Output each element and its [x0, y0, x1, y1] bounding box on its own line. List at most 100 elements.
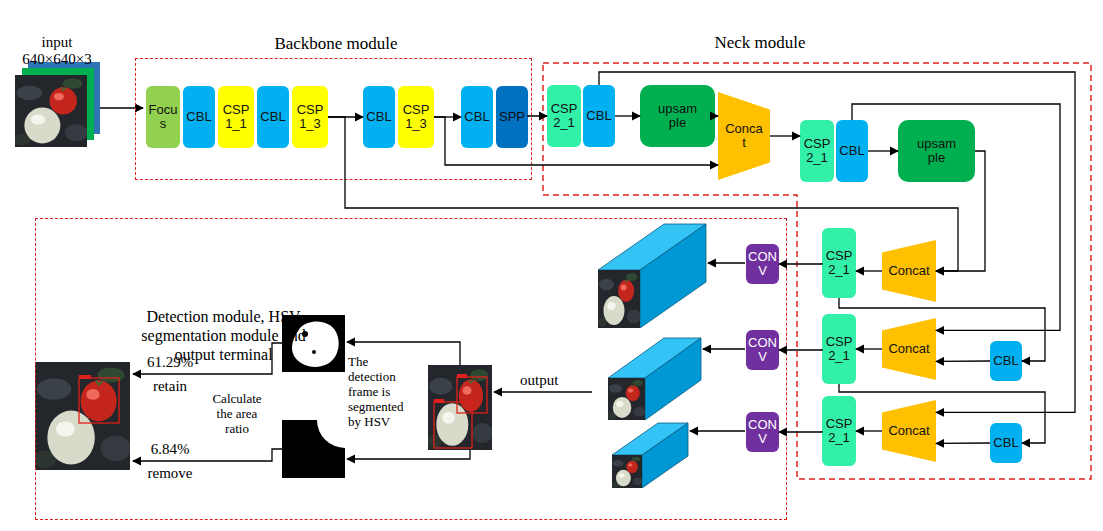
- module-title: Backbone module: [274, 34, 397, 54]
- block-label: CONV: [748, 418, 777, 447]
- block-label: Focus: [148, 103, 178, 132]
- connector-arrow: [615, 115, 640, 116]
- concat-block: Concat: [882, 240, 936, 302]
- trapezoid-outline: [882, 318, 936, 380]
- module-frame: Backbone moduleFocusCBLCSP1_1CBLCSP1_3CB…: [135, 58, 532, 180]
- csp-block: CSP2_1: [800, 120, 834, 182]
- connector-arrow: [856, 430, 882, 431]
- conv-block: CONV: [746, 412, 779, 452]
- connector-arrow: [856, 348, 882, 349]
- focus-block: Focus: [146, 86, 180, 148]
- block-label: CBL: [260, 110, 285, 124]
- trapezoid-outline: [882, 240, 936, 302]
- tomato-photo: [14, 75, 88, 147]
- cbl-block: CBL: [583, 85, 615, 147]
- conv-block: CONV: [746, 244, 779, 284]
- block-label: CBL: [464, 110, 489, 124]
- cbl-block: CBL: [836, 120, 868, 182]
- hsv-mask: [282, 420, 345, 478]
- block-label: CSP2_1: [802, 137, 832, 166]
- connector-arrow: [936, 360, 990, 362]
- connector-arrow: [852, 104, 1060, 330]
- connector-arrow: [434, 116, 461, 117]
- result-image: [33, 362, 131, 470]
- block-label: Concat: [724, 122, 764, 151]
- block-label: CSP1_3: [400, 103, 432, 132]
- flow-arrow: [708, 262, 745, 263]
- csp-block: CSP1_3: [292, 86, 328, 148]
- connector-arrow: [779, 263, 822, 264]
- trapezoid-outline: [882, 400, 936, 462]
- flow-arrow: [347, 450, 470, 459]
- connector-arrow: [599, 72, 1075, 412]
- flow-arrow: [494, 391, 592, 392]
- block-label: CBL: [839, 144, 864, 158]
- block-label: CSP1_1: [220, 103, 252, 132]
- cbl-block: CBL: [990, 341, 1022, 381]
- csp-block: CSP1_3: [398, 86, 434, 148]
- connector-arrow: [779, 431, 822, 432]
- block-label: CSP2_1: [549, 102, 579, 131]
- block-label: upsample: [915, 137, 958, 166]
- output-label: output: [520, 372, 580, 389]
- input-image-stack: [14, 62, 100, 147]
- cbl-block: CBL: [257, 86, 289, 148]
- block-label: CBL: [366, 110, 391, 124]
- conv-block: CONV: [746, 330, 779, 370]
- connector-arrow: [715, 115, 718, 116]
- flow-arrow: [690, 430, 745, 431]
- csp-block: CSP2_1: [547, 85, 581, 147]
- block-label: CSP1_3: [294, 103, 326, 132]
- cbl-block: CBL: [363, 86, 395, 148]
- block-label: SPP: [499, 110, 525, 124]
- block-label: Concat: [888, 264, 929, 278]
- flow-arrow: [100, 107, 143, 108]
- module-frame: Neck moduleCSP2_1CBLupsampleConcatCSP2_1…: [542, 62, 1092, 480]
- block-label: Concat: [888, 342, 929, 356]
- connector-arrow: [328, 116, 363, 117]
- input-size-label: input 640×640×3: [12, 34, 102, 69]
- block-label: CBL: [186, 110, 211, 124]
- block-label: CSP2_1: [824, 417, 854, 446]
- concat-block: Concat: [718, 92, 770, 180]
- flow-arrow: [703, 348, 745, 349]
- block-label: CONV: [748, 250, 777, 279]
- cbl-block: CBL: [183, 86, 215, 148]
- csp-block: CSP2_1: [822, 228, 856, 298]
- upsample-block: upsample: [640, 85, 715, 147]
- connector-arrow: [528, 116, 547, 117]
- block-label: CBL: [586, 109, 611, 123]
- csp-block: CSP1_1: [218, 86, 254, 148]
- csp-block: CSP2_1: [822, 396, 856, 466]
- block-label: Concat: [888, 424, 929, 438]
- output-cuboid: [611, 423, 688, 488]
- block-label: CONV: [748, 336, 777, 365]
- trapezoid-outline: [718, 92, 770, 180]
- spp-block: SPP: [496, 86, 528, 148]
- detection-image: [427, 365, 493, 450]
- concat-block: Concat: [882, 400, 936, 462]
- output-cuboid: [607, 338, 701, 420]
- connector-arrow: [856, 270, 882, 271]
- csp-block: CSP2_1: [822, 314, 856, 384]
- block-label: CBL: [993, 436, 1018, 450]
- connector-arrow: [936, 442, 990, 444]
- upsample-block: upsample: [898, 120, 975, 182]
- connector-arrow: [770, 135, 800, 136]
- module-title: Neck module: [714, 33, 805, 53]
- block-label: CSP2_1: [824, 249, 854, 278]
- dashed-frame: [543, 63, 1091, 479]
- ratio-label: 61.29% retain: [140, 350, 200, 398]
- cbl-block: CBL: [461, 86, 493, 148]
- cbl-block: CBL: [990, 423, 1022, 463]
- step-note: Calculate the area ratio: [205, 392, 269, 437]
- block-label: CBL: [993, 354, 1018, 368]
- block-label: CSP2_1: [824, 335, 854, 364]
- ratio-label: 6.84% remove: [140, 437, 200, 485]
- connector-arrow: [868, 150, 898, 151]
- output-cuboid: [597, 224, 706, 328]
- concat-block: Concat: [882, 318, 936, 380]
- block-label: upsample: [657, 102, 698, 131]
- step-note: The detection frame is segmented by HSV: [348, 355, 418, 430]
